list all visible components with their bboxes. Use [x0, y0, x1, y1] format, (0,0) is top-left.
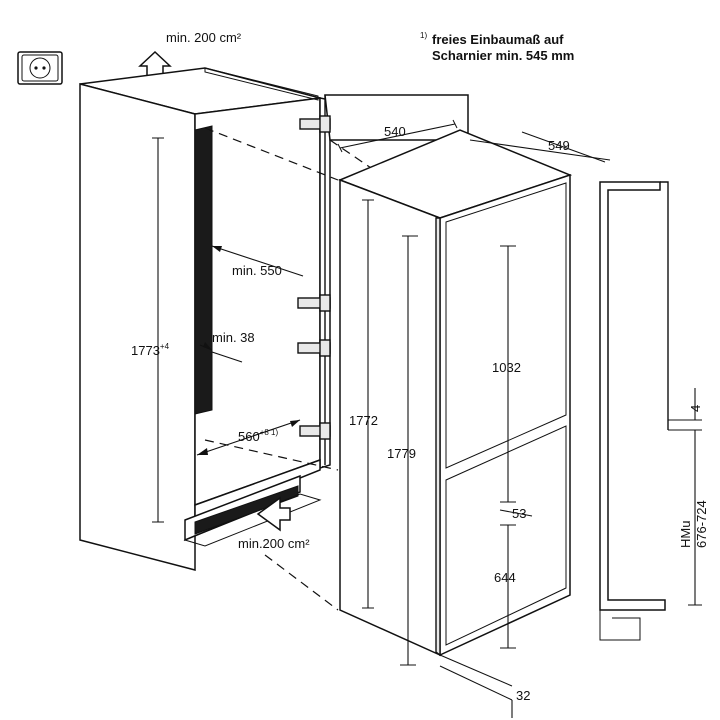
dim-min-38: min. 38 [199, 330, 255, 363]
spacer-label: 4 [688, 405, 703, 412]
niche-height-label: 1773 [131, 343, 160, 358]
footnote: 1) freies Einbaumaß auf Scharnier min. 5… [420, 31, 574, 63]
hinge-bottom [299, 422, 331, 440]
svg-text:560+8 1): 560+8 1) [238, 428, 278, 444]
vent-bottom-label: min.200 cm² [238, 536, 310, 551]
footnote-mark: 1) [420, 31, 427, 40]
upper-door-label: 1032 [492, 360, 521, 375]
appliance-depth-label: 549 [548, 138, 570, 153]
appliance-height-label: 1779 [387, 446, 416, 461]
dim-min-550: min. 550 [211, 245, 304, 278]
svg-text:1773+4: 1773+4 [131, 342, 170, 358]
dim-644: 644 [494, 524, 516, 649]
dim-1032: 1032 [492, 245, 521, 503]
dim-1779: 1779 [387, 235, 418, 666]
dim-540: 540 [337, 119, 458, 153]
hinge-top [299, 115, 331, 133]
air-flow-in-arrow-icon [256, 496, 291, 532]
dim-1772: 1772 [349, 199, 378, 609]
furniture-niche [79, 67, 331, 571]
dim-53: 53 [499, 506, 533, 521]
dim-560: 560+8 1) [196, 419, 301, 456]
hmu-label: HMu [678, 521, 693, 548]
dim-1773: 1773+4 [131, 137, 170, 523]
dim-549: 549 [469, 131, 611, 163]
upper-door [445, 182, 567, 469]
dim-4: 4 [668, 388, 703, 431]
footnote-line-2: Scharnier min. 545 mm [432, 48, 574, 63]
footnote-line-1: freies Einbaumaß auf [432, 32, 564, 47]
side-gap-label: min. 38 [212, 330, 255, 345]
dim-hmu: HMu 676-724 [678, 430, 709, 606]
bottom-offset-label: 32 [516, 688, 530, 703]
side-installation-profile [599, 181, 669, 641]
dim-32: 32 [439, 654, 530, 718]
niche-depth-label: min. 550 [232, 263, 282, 278]
niche-width-label: 560 [238, 429, 260, 444]
hinge-middle-1 [297, 294, 331, 312]
refrigerator [337, 129, 573, 657]
vent-top-label: min. 200 cm² [166, 30, 242, 45]
power-socket-icon [17, 51, 63, 85]
lower-door-label: 644 [494, 570, 516, 585]
door-height-total-label: 1772 [349, 413, 378, 428]
niche-width-sup: +8 1) [260, 428, 279, 437]
niche-height-sup: +4 [160, 342, 170, 351]
hmu-range-label: 676-724 [694, 500, 709, 548]
hinge-middle-2 [297, 339, 331, 357]
lower-door [445, 425, 567, 646]
door-gap-label: 53 [512, 506, 526, 521]
niche-width-top-label: 540 [384, 124, 406, 139]
